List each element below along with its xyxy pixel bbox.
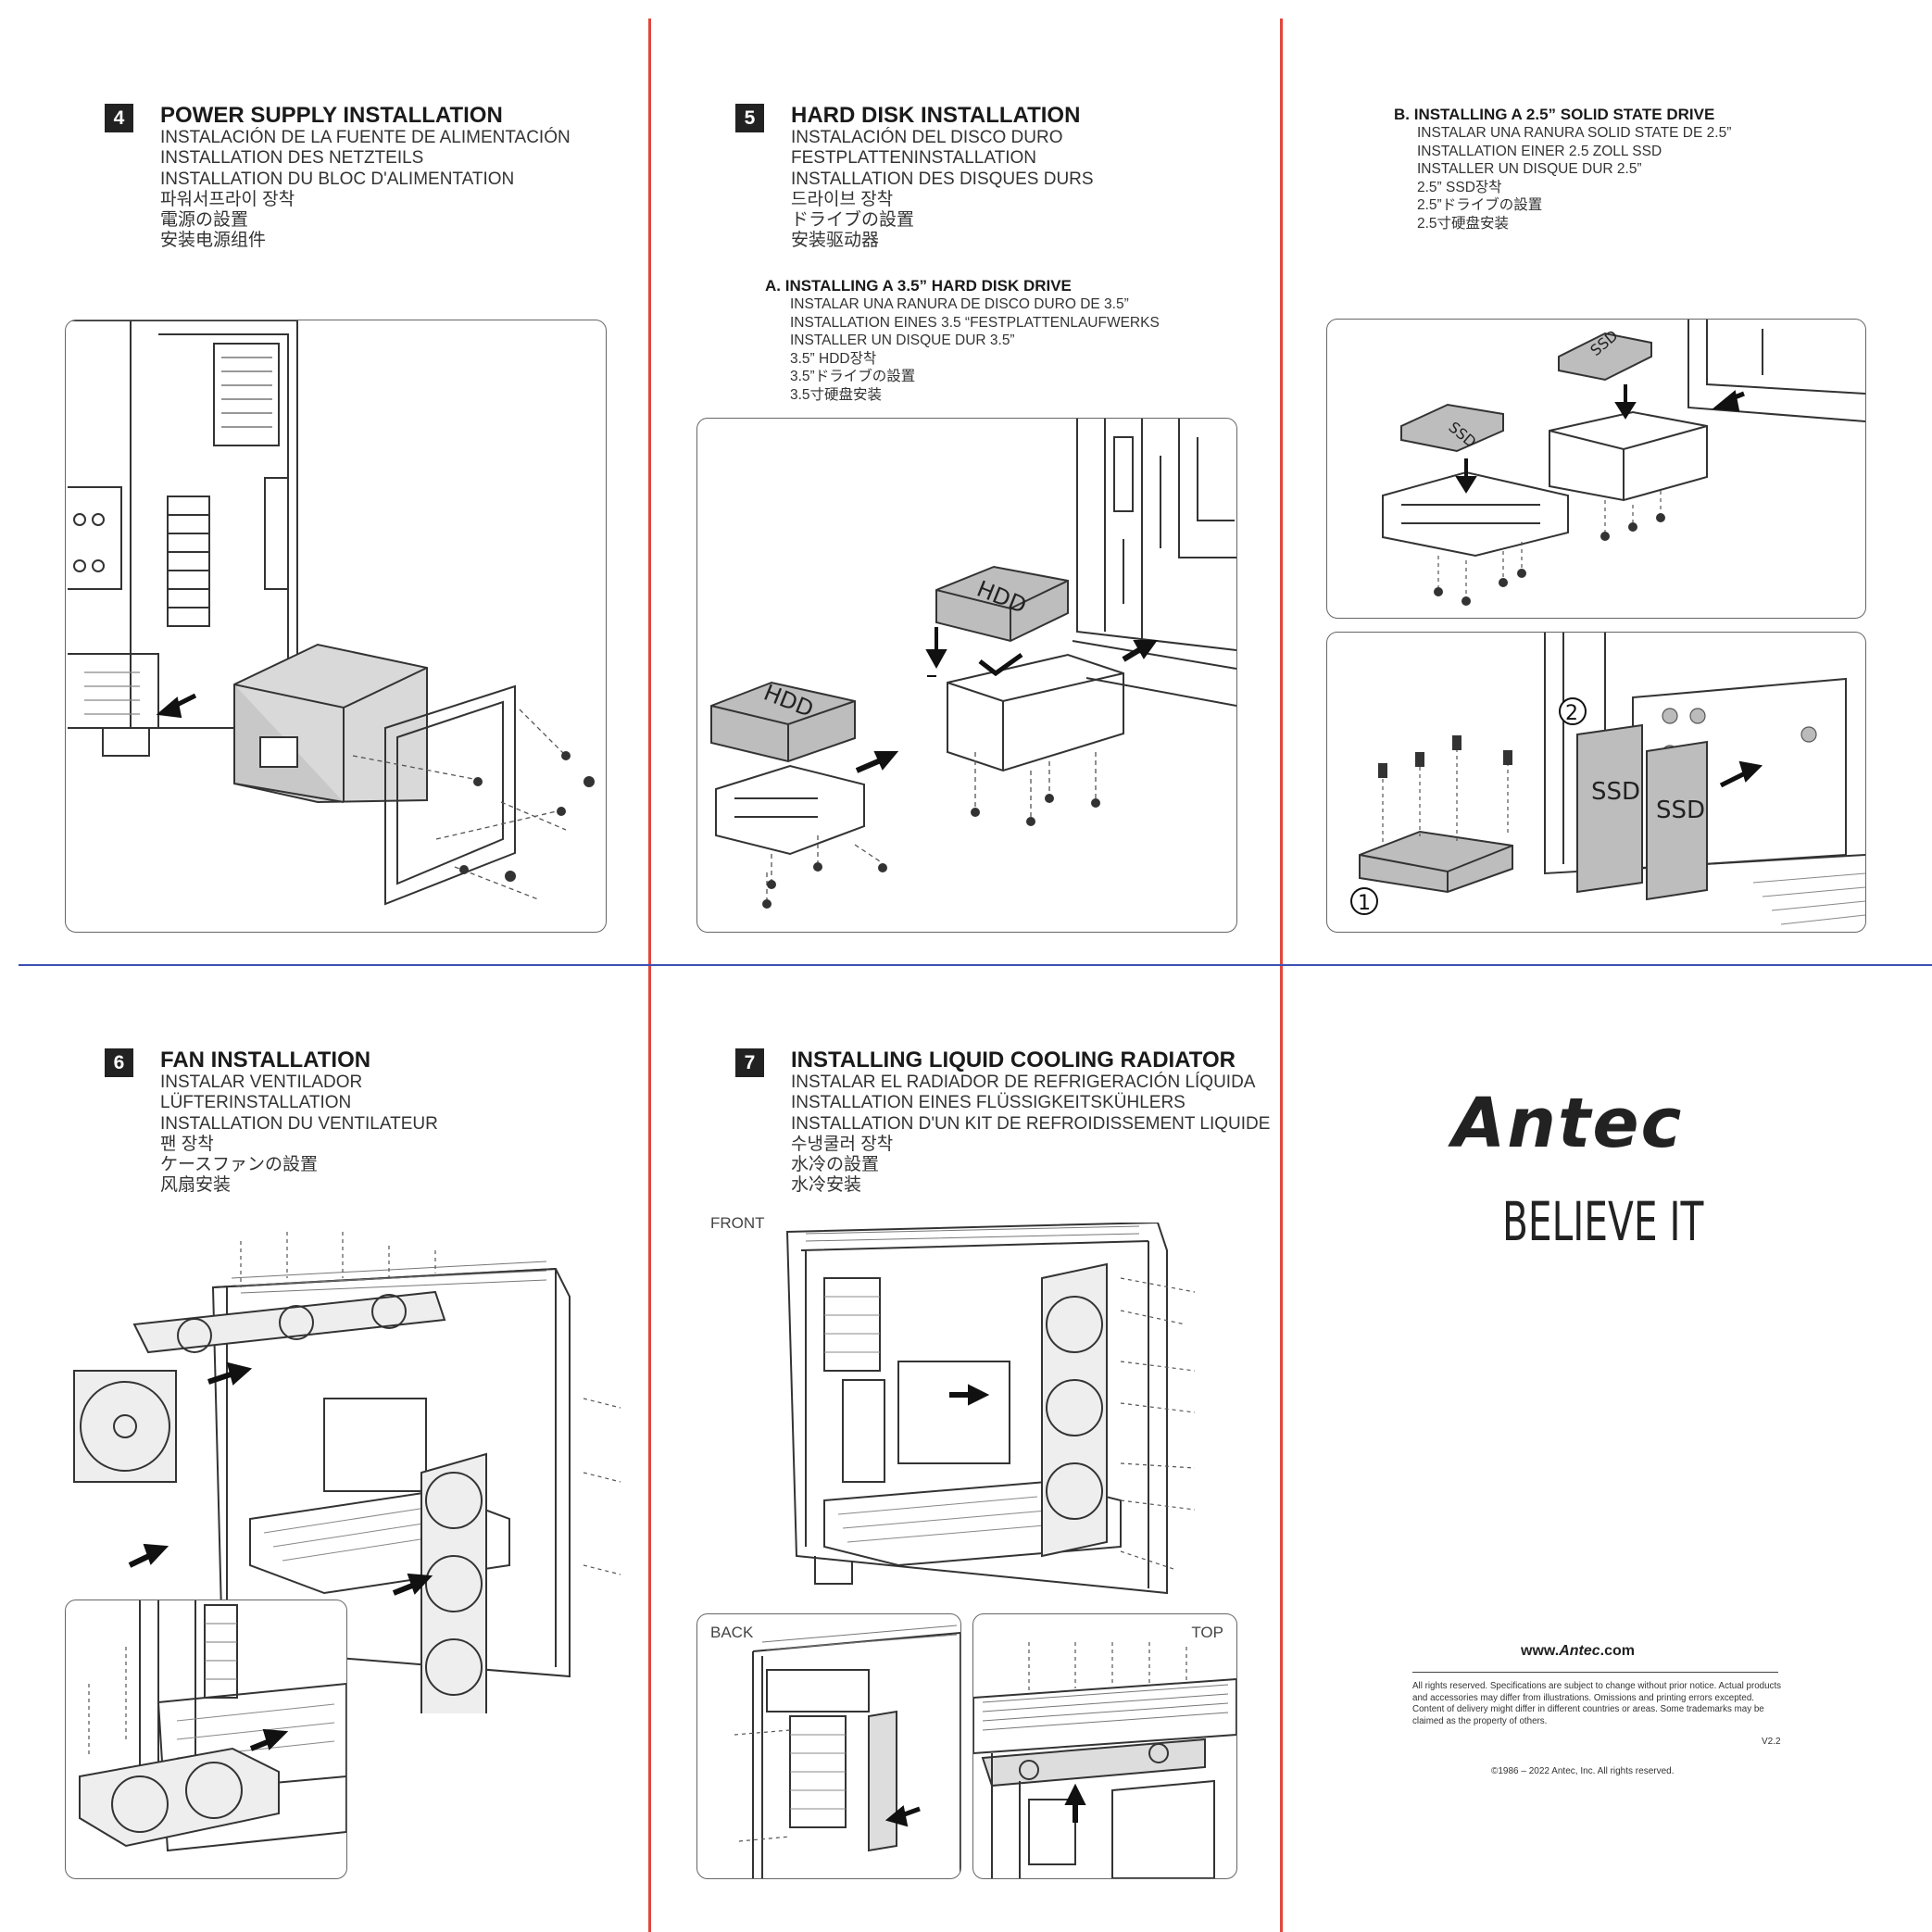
vertical-divider-left <box>648 19 651 1932</box>
liquid-cooling-translations: INSTALAR EL RADIADOR DE REFRIGERACIÓN LÍ… <box>791 1073 1271 1196</box>
version-label: V2.2 <box>1762 1737 1781 1747</box>
step-number-4: 4 <box>105 104 133 132</box>
label-top: TOP <box>1191 1624 1223 1641</box>
url-underline <box>1412 1672 1778 1673</box>
liquid-front-illustration <box>769 1223 1213 1612</box>
fan-translations: INSTALAR VENTILADOR LÜFTERINSTALLATION I… <box>160 1073 438 1196</box>
website-url: www.Antec.com <box>1521 1643 1635 1659</box>
ssd-subtitle: B. INSTALLING A 2.5” SOLID STATE DRIVE <box>1394 106 1715 123</box>
step-number-5: 5 <box>735 104 764 132</box>
hdd-sub-translations: INSTALAR UNA RANURA DE DISCO DURO DE 3.5… <box>790 296 1160 403</box>
label-front: FRONT <box>710 1214 765 1232</box>
liquid-top-illustration: TOP <box>972 1613 1237 1879</box>
ssd-step-1: 1 <box>1358 892 1371 915</box>
ssd-illustration-bottom: SSD SSD 2 1 <box>1326 632 1866 933</box>
ssd-sub-translations: INSTALAR UNA RANURA SOLID STATE DE 2.5” … <box>1417 125 1732 232</box>
legal-notice: All rights reserved. Specifications are … <box>1412 1681 1782 1726</box>
liquid-back-illustration: BACK <box>696 1613 961 1879</box>
hard-disk-title: HARD DISK INSTALLATION <box>791 103 1081 128</box>
step-number-6: 6 <box>105 1048 133 1077</box>
fan-title: FAN INSTALLATION <box>160 1048 371 1073</box>
vertical-divider-right <box>1280 19 1283 1932</box>
fan-illustration-inset <box>65 1600 347 1879</box>
ssd-step-2: 2 <box>1565 702 1578 725</box>
hard-disk-translations: INSTALACIÓN DEL DISCO DURO FESTPLATTENIN… <box>791 128 1094 251</box>
liquid-cooling-title: INSTALLING LIQUID COOLING RADIATOR <box>791 1048 1236 1073</box>
hdd-subtitle: A. INSTALLING A 3.5” HARD DISK DRIVE <box>765 277 1072 295</box>
brand-tagline: BELIEVE IT <box>1502 1190 1704 1253</box>
copyright-notice: ©1986 – 2022 Antec, Inc. All rights rese… <box>1491 1766 1675 1776</box>
ssd-label-3: SSD <box>1591 778 1640 806</box>
hdd-illustration: HDD HDD <box>696 418 1237 933</box>
power-supply-translations: INSTALACIÓN DE LA FUENTE DE ALIMENTACIÓN… <box>160 128 571 251</box>
horizontal-divider <box>19 964 1932 966</box>
fan-illustration <box>65 1213 621 1713</box>
step-number-7: 7 <box>735 1048 764 1077</box>
power-supply-illustration <box>65 320 607 933</box>
label-back: BACK <box>710 1624 754 1641</box>
power-supply-title: POWER SUPPLY INSTALLATION <box>160 103 503 128</box>
ssd-label-4: SSD <box>1656 797 1705 824</box>
ssd-illustration-top: SSD SSD <box>1326 319 1866 619</box>
antec-logo: Antec <box>1452 1084 1684 1163</box>
